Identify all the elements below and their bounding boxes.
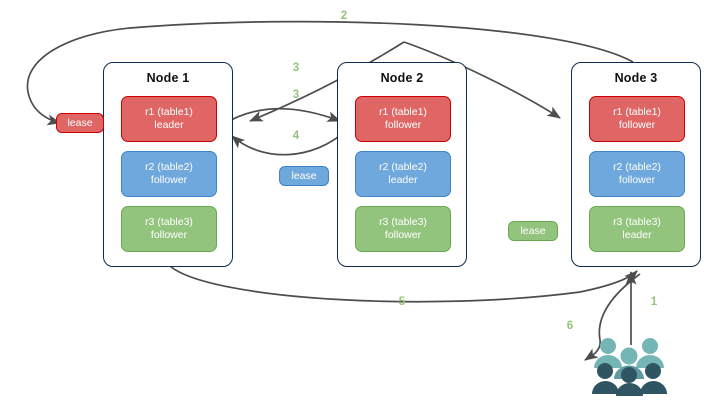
- replica-name: r3 (table3): [379, 216, 427, 228]
- replica-role: leader: [154, 119, 184, 131]
- replica-role: leader: [622, 229, 652, 241]
- replica-n3r1[interactable]: r1 (table1) follower: [589, 96, 685, 142]
- replica-n2r2[interactable]: r2 (table2) leader: [355, 151, 451, 197]
- replica-n1r1[interactable]: r1 (table1) leader: [121, 96, 217, 142]
- replica-name: r1 (table1): [379, 106, 427, 118]
- replica-n3r2[interactable]: r2 (table2) follower: [589, 151, 685, 197]
- replica-n2r1[interactable]: r1 (table1) follower: [355, 96, 451, 142]
- replica-n2r3[interactable]: r3 (table3) follower: [355, 206, 451, 252]
- replica-role: follower: [384, 229, 422, 241]
- step-label-3-upper: 3: [292, 62, 300, 74]
- replica-role: follower: [384, 119, 422, 131]
- replica-name: r2 (table2): [145, 161, 193, 173]
- node-title: Node 3: [614, 71, 658, 85]
- people-group-icon: [592, 334, 670, 396]
- replica-role: follower: [150, 229, 188, 241]
- replica-role: follower: [618, 119, 656, 131]
- replica-role: follower: [618, 174, 656, 186]
- replica-name: r3 (table3): [145, 216, 193, 228]
- step-label-4: 4: [292, 130, 300, 142]
- step-label-5: 5: [398, 296, 406, 308]
- node-box-node3[interactable]: Node 3 r1 (table1) follower r2 (table2) …: [571, 62, 701, 267]
- lease-badge-red[interactable]: lease: [56, 113, 104, 133]
- replica-name: r2 (table2): [379, 161, 427, 173]
- step-label-3-lower: 3: [292, 89, 300, 101]
- node-box-node1[interactable]: Node 1 r1 (table1) leader r2 (table2) fo…: [103, 62, 233, 267]
- step-label-1: 1: [650, 296, 658, 308]
- node-box-node2[interactable]: Node 2 r1 (table1) follower r2 (table2) …: [337, 62, 467, 267]
- step-label-2: 2: [340, 10, 348, 22]
- replica-name: r1 (table1): [613, 106, 661, 118]
- replica-n1r2[interactable]: r2 (table2) follower: [121, 151, 217, 197]
- replica-name: r2 (table2): [613, 161, 661, 173]
- lease-badge-blue[interactable]: lease: [279, 166, 329, 186]
- replica-role: leader: [388, 174, 418, 186]
- replica-name: r3 (table3): [613, 216, 661, 228]
- replica-n3r3[interactable]: r3 (table3) leader: [589, 206, 685, 252]
- node-title: Node 1: [146, 71, 190, 85]
- replica-role: follower: [150, 174, 188, 186]
- replica-name: r1 (table1): [145, 106, 193, 118]
- replica-n1r3[interactable]: r3 (table3) follower: [121, 206, 217, 252]
- step-label-6: 6: [566, 320, 574, 332]
- arrow-step-3-to-node2: [221, 107, 341, 126]
- node-title: Node 2: [380, 71, 424, 85]
- lease-badge-green[interactable]: lease: [508, 221, 558, 241]
